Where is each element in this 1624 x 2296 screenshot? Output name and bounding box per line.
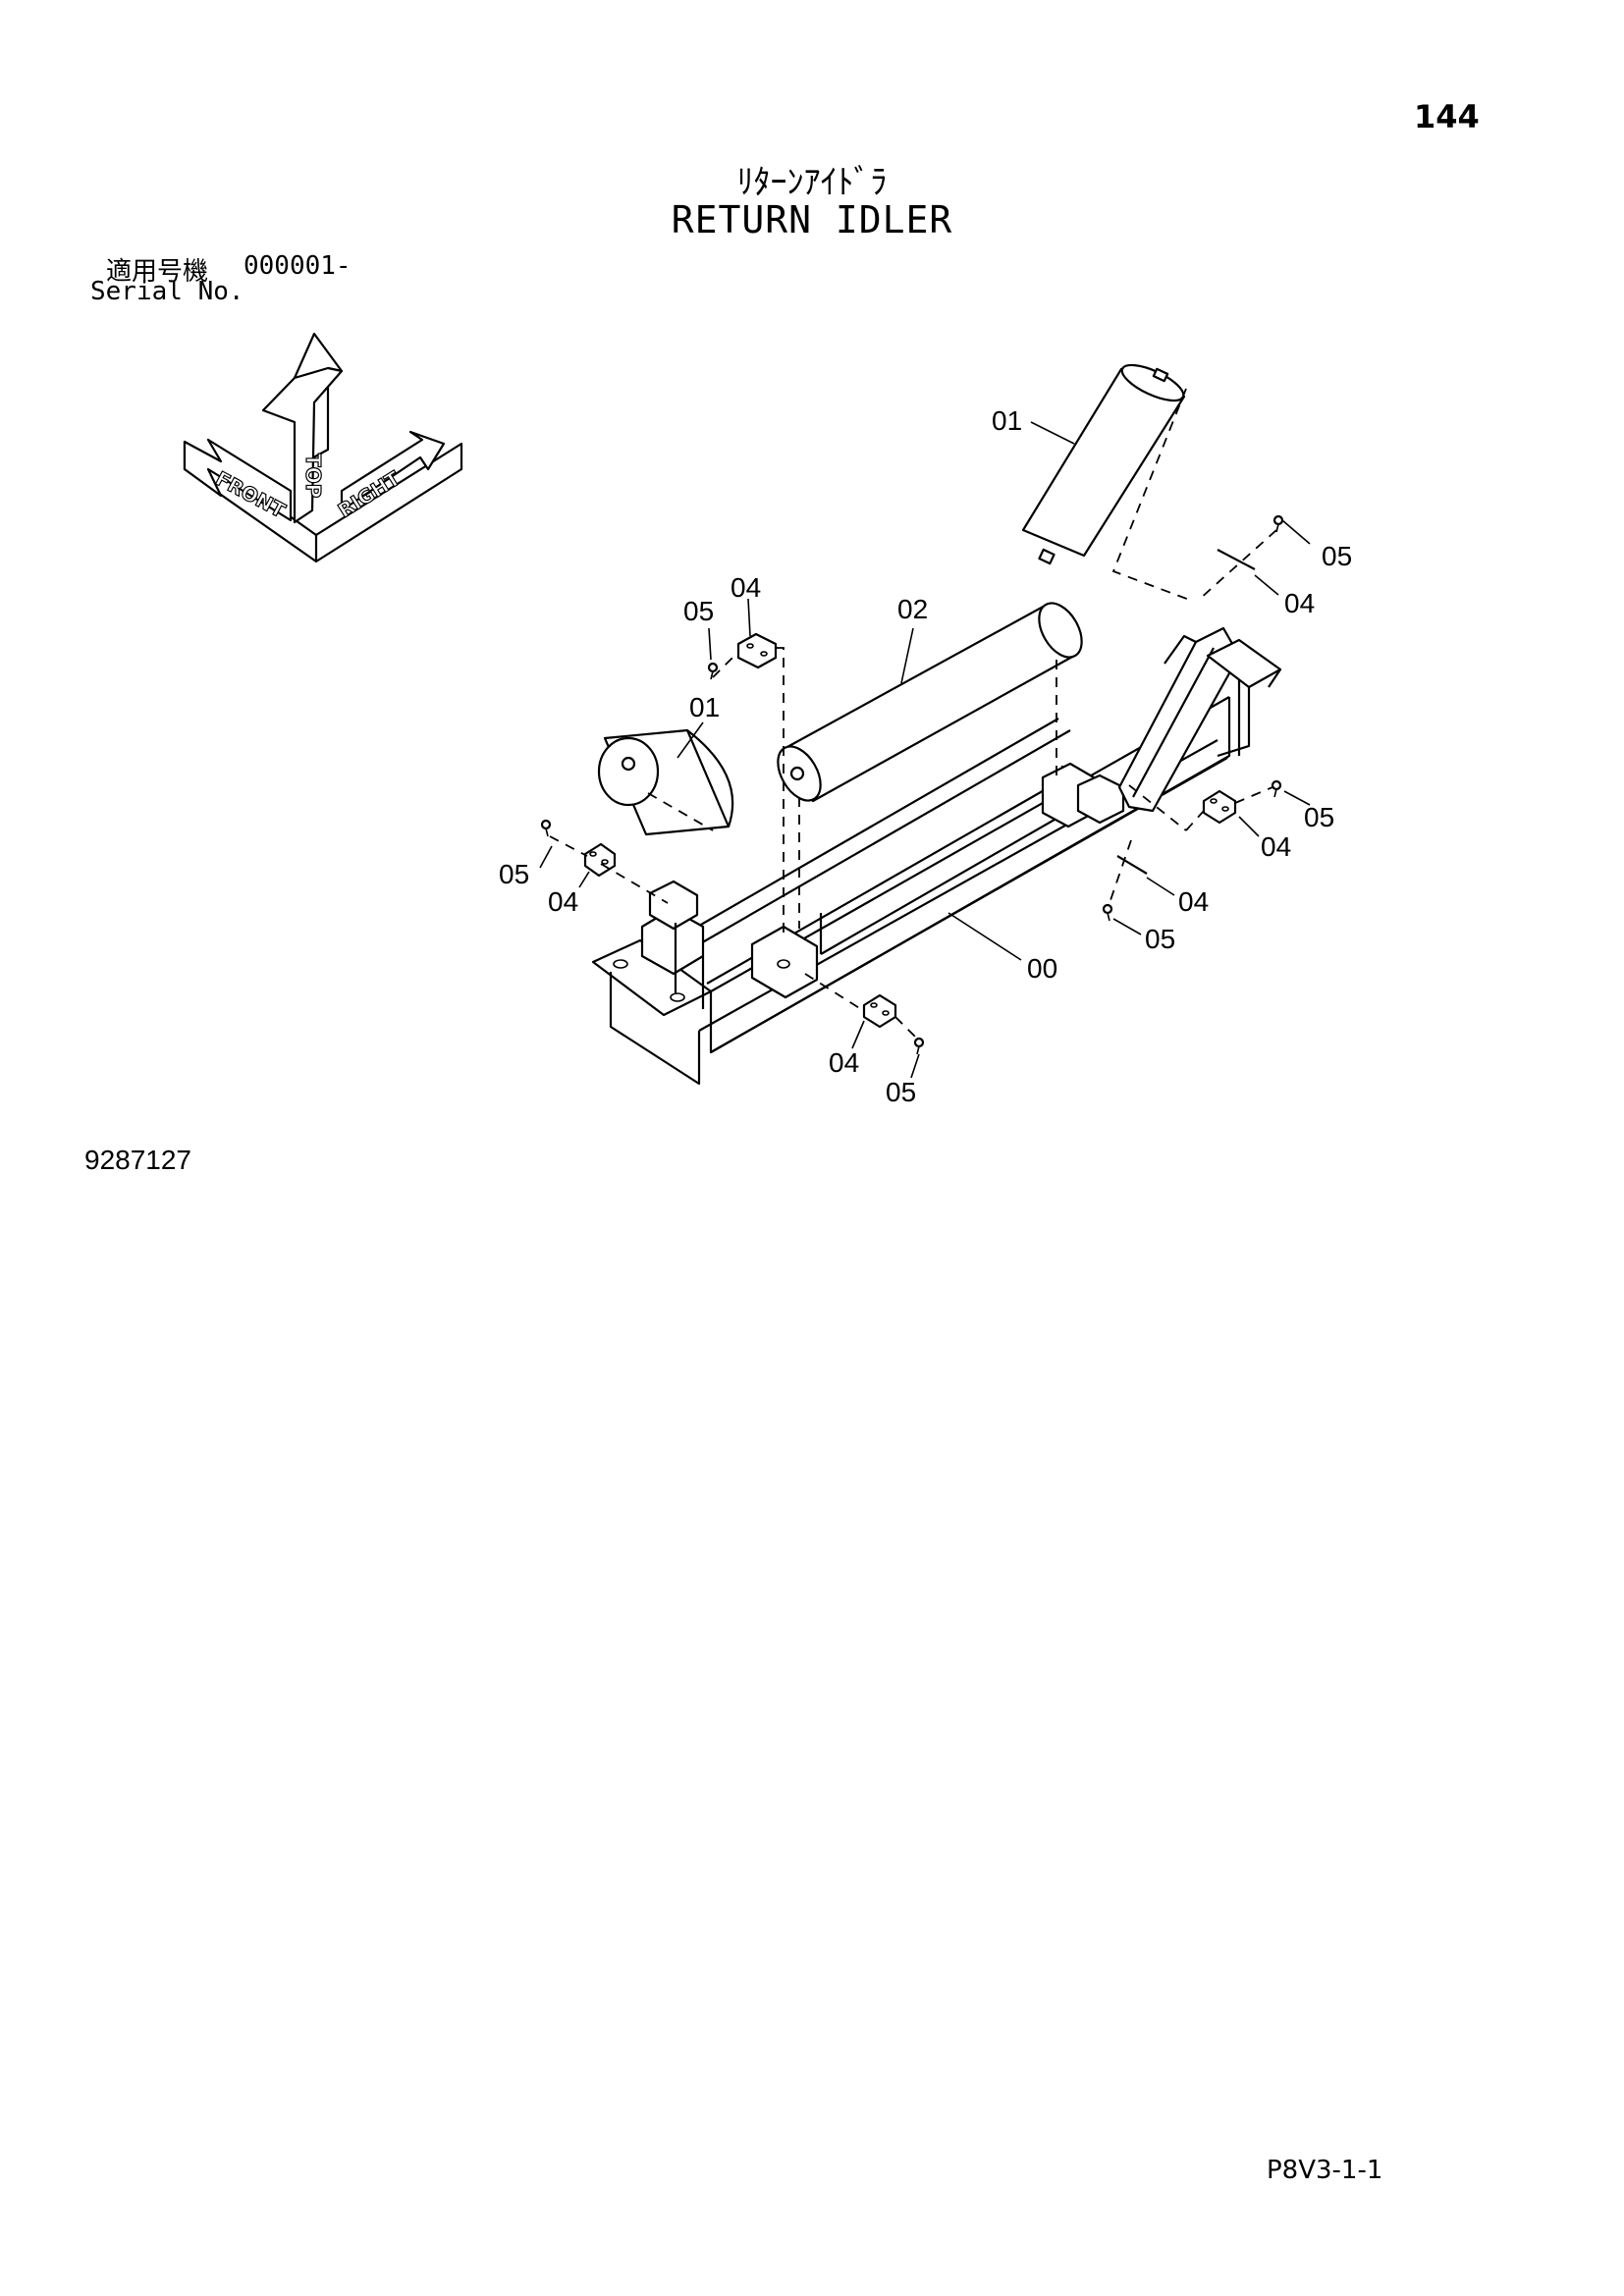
callout-05-upper-left: 05 (683, 596, 714, 626)
bracket-clip-bottom (862, 993, 897, 1029)
serial-value: 000001- (244, 251, 352, 281)
orientation-label-top: TOP (301, 454, 325, 498)
callout-04-bottom: 04 (829, 1047, 859, 1078)
frame-part-00 (591, 626, 1282, 1086)
orientation-symbol: TOP FRONT RIGHT (183, 332, 463, 563)
title-english: RETURN IDLER (671, 198, 953, 241)
clip-edge-lower-right (1116, 855, 1148, 875)
clip-edge-top-right (1217, 549, 1256, 570)
callout-05-bottom: 05 (886, 1077, 916, 1107)
page-code: P8V3-1-1 (1267, 2156, 1383, 2185)
callout-01-left: 01 (689, 692, 720, 722)
bracket-clip-upper-left (736, 632, 778, 669)
assembly-lines (549, 388, 1277, 1040)
bolt-mid-right (1271, 779, 1282, 798)
callout-04-lower-right: 04 (1178, 886, 1209, 917)
callout-01-top: 01 (992, 405, 1022, 436)
serial-label-japanese: 適用号機 (106, 257, 209, 287)
drawing-number: 9287127 (84, 1145, 192, 1175)
callout-04-top-right: 04 (1284, 588, 1315, 618)
callout-04-upper-left: 04 (731, 572, 761, 603)
callout-04-mid-right: 04 (1261, 831, 1291, 862)
leader-lines (539, 421, 1311, 1079)
callout-05-left: 05 (499, 859, 529, 889)
callout-02: 02 (897, 594, 928, 624)
roller-part-02 (777, 602, 1083, 803)
exploded-parts-diagram: TOP FRONT RIGHT (183, 332, 1352, 1107)
bracket-clip-left (583, 842, 617, 878)
callout-05-top-right: 05 (1322, 541, 1352, 571)
bolt-bottom (913, 1037, 925, 1055)
roller-part-01-left (597, 728, 734, 836)
bolt-left (540, 819, 552, 837)
bracket-clip-mid-right (1202, 789, 1237, 825)
serial-label-english: Serial No. (90, 277, 244, 306)
title-japanese: ﾘﾀｰﾝｱｲﾄﾞﾗ (736, 163, 888, 202)
callout-05-mid-right: 05 (1304, 802, 1334, 832)
bolt-upper-left (707, 662, 719, 680)
callout-04-left: 04 (548, 886, 578, 917)
callout-05-lower-right: 05 (1145, 924, 1175, 954)
bolt-lower-right (1102, 903, 1113, 922)
page-number: 144 (1414, 98, 1480, 135)
callout-00: 00 (1027, 953, 1057, 984)
roller-part-01-top (1021, 363, 1186, 565)
